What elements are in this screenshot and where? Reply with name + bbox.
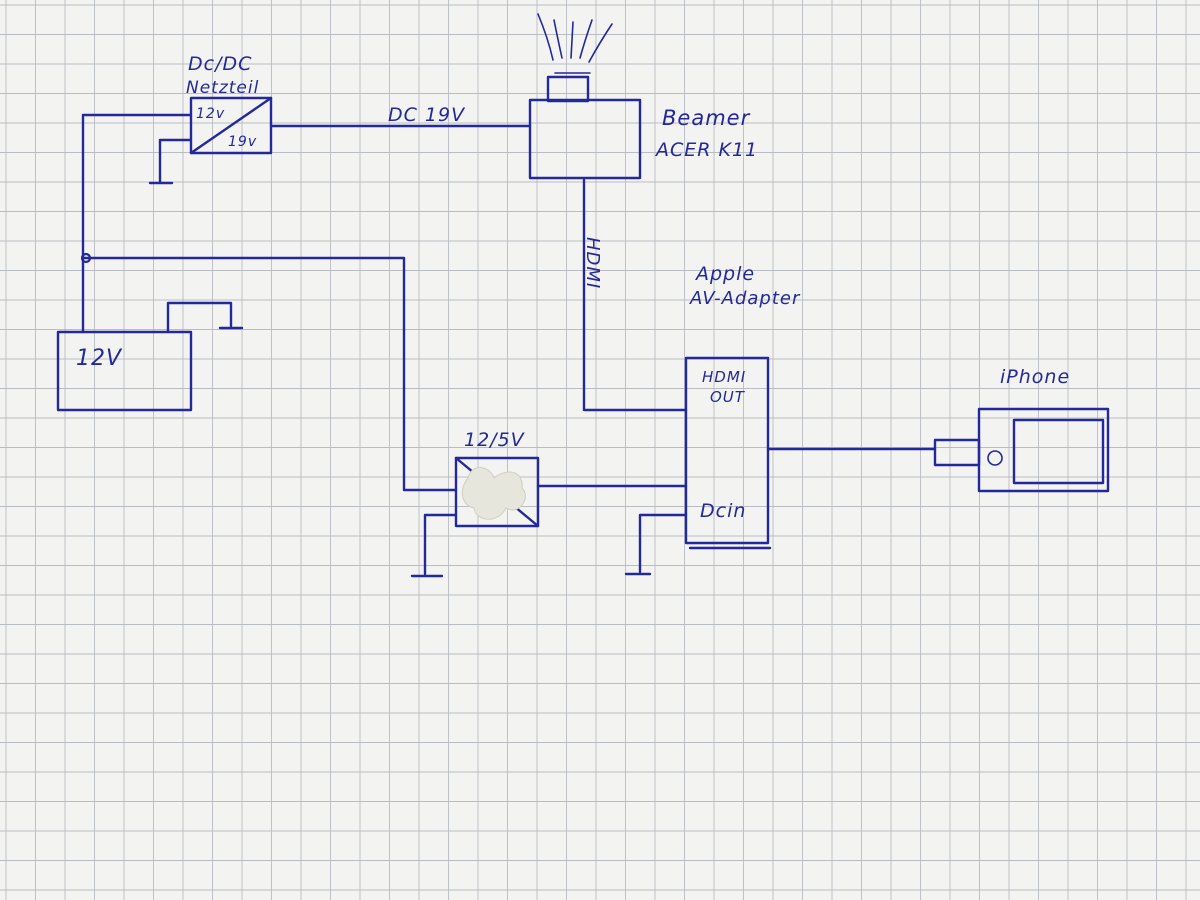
- hdmi-out-sublabel: OUT: [710, 388, 746, 406]
- dcdc-input-label: 12v: [196, 106, 225, 122]
- light-beam-icon: [537, 13, 613, 63]
- wire-dc-19v-label: DC 19V: [388, 104, 466, 126]
- ground-wire-dcdc: [158, 138, 192, 184]
- dcdc-converter-diagonal: [189, 96, 273, 155]
- dcdc-output-label: 19v: [228, 134, 257, 150]
- glue-blob: [461, 467, 526, 520]
- av-adapter: Apple AV-Adapter HDMI OUT Dcin: [684, 263, 801, 550]
- adapter-brand-label: Apple: [694, 263, 755, 285]
- home-button-icon: [987, 450, 1003, 466]
- dcdc-subtitle: Netzteil: [186, 78, 259, 98]
- beamer-model-label: ACER K11: [654, 139, 758, 161]
- battery-box: [56, 330, 193, 412]
- battery-12v: 12V: [56, 330, 193, 412]
- wire-dcdc-input: [81, 113, 193, 260]
- junction-node: [80, 252, 92, 264]
- converter-box: [454, 456, 540, 528]
- av-adapter-box: [684, 356, 770, 545]
- converter-label: 12/5V: [464, 429, 526, 451]
- wire-hdmi-label: HDMI: [582, 237, 603, 289]
- step-down-converter: 12/5V: [454, 429, 540, 528]
- dc-in-label: Dcin: [700, 500, 746, 522]
- adapter-name-label: AV-Adapter: [689, 288, 801, 309]
- ground-wire-adapter: [638, 513, 688, 574]
- battery-label: 12V: [76, 346, 123, 371]
- iphone-label: iPhone: [1000, 366, 1070, 388]
- beamer-lens: [546, 75, 590, 103]
- wiring: DC 19V HDMI: [81, 104, 937, 492]
- wire-hdmi: [582, 178, 688, 412]
- ground-wire-battery: [166, 301, 233, 334]
- hdmi-out-label: HDMI: [702, 368, 746, 386]
- ground-wire-converter: [423, 513, 458, 576]
- wire-battery-to-converter: [81, 256, 458, 492]
- lightning-plug: [933, 438, 981, 467]
- beamer-label: Beamer: [662, 106, 751, 130]
- iphone-screen: [1012, 418, 1105, 485]
- beamer: Beamer ACER K11: [528, 13, 758, 180]
- dcdc-title: Dc/DC: [188, 53, 252, 75]
- iphone: iPhone: [933, 366, 1110, 493]
- ground-symbols: [148, 138, 688, 578]
